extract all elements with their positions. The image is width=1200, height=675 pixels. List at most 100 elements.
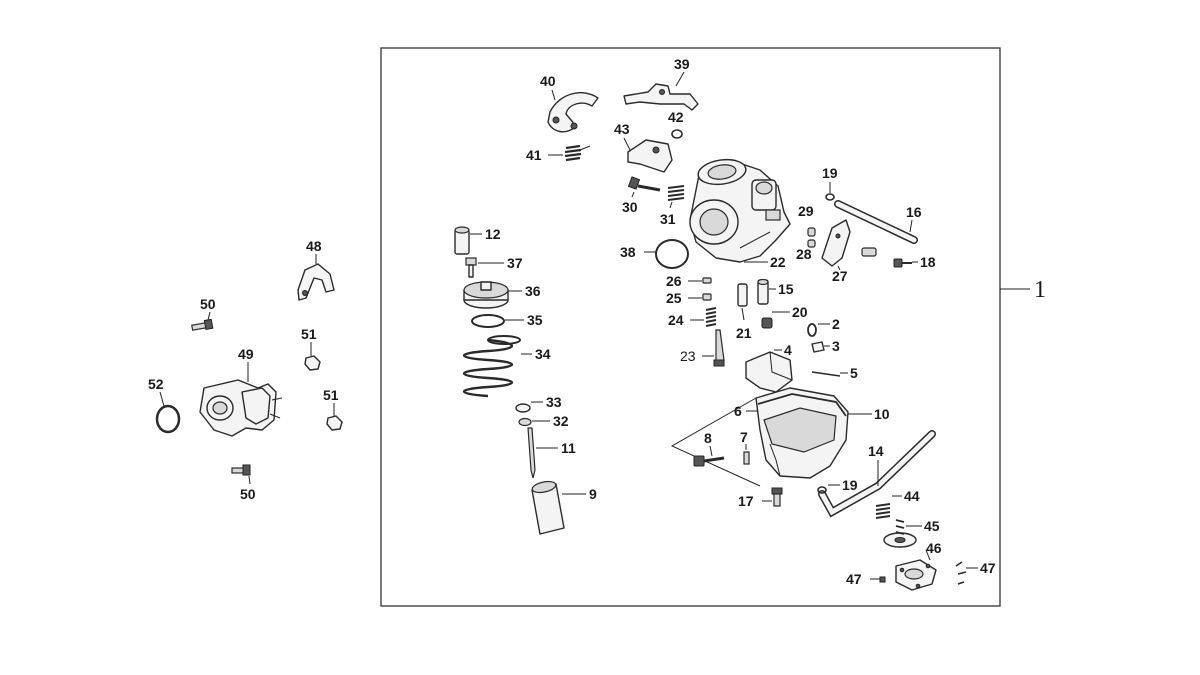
part-9-throttle-slide xyxy=(531,480,565,535)
part-label-28: 28 xyxy=(796,246,812,262)
part-label-23: 23 xyxy=(680,348,696,364)
part-label-9: 9 xyxy=(589,486,597,502)
part-5-float-pin xyxy=(811,371,841,377)
part-label-5: 5 xyxy=(850,365,858,381)
part-49-intake-manifold xyxy=(199,379,283,437)
part-label-25: 25 xyxy=(666,290,682,306)
part-connector xyxy=(861,247,877,257)
part-label-8: 8 xyxy=(704,430,712,446)
part-14-drain-tube xyxy=(818,430,936,518)
part-label-44: 44 xyxy=(904,488,920,504)
part-26-jet xyxy=(702,277,712,284)
part-label-19a: 19 xyxy=(822,165,838,181)
part-51-nut-b xyxy=(326,415,343,431)
part-11-jet-needle xyxy=(527,427,536,479)
part-19-clip-top xyxy=(825,193,835,201)
part-24-spring xyxy=(705,307,717,327)
part-36-top-cap xyxy=(463,281,509,309)
part-16-vent-tube xyxy=(834,200,918,244)
part-51-nut-a xyxy=(304,355,321,371)
part-label-21: 21 xyxy=(736,325,752,341)
part-label-3: 3 xyxy=(832,338,840,354)
part-27-choke-lever xyxy=(821,219,851,267)
part-label-17: 17 xyxy=(738,493,754,509)
part-label-42: 42 xyxy=(668,109,684,125)
part-12-cap xyxy=(454,226,470,255)
part-42-ring xyxy=(671,129,683,139)
part-10-float-bowl xyxy=(755,387,849,479)
part-label-39: 39 xyxy=(674,56,690,72)
part-label-2: 2 xyxy=(832,316,840,332)
part-17-screw xyxy=(771,487,783,507)
part-45-diaphragm xyxy=(883,519,917,548)
part-34-spring xyxy=(463,335,521,398)
part-47-screw-a xyxy=(879,576,886,583)
part-label-31: 31 xyxy=(660,211,676,227)
part-23-needle-jet xyxy=(713,329,725,367)
part-label-38: 38 xyxy=(620,244,636,260)
part-label-36: 36 xyxy=(525,283,541,299)
part-38-o-ring xyxy=(655,239,689,269)
part-label-37: 37 xyxy=(507,255,523,271)
part-label-35: 35 xyxy=(527,312,543,328)
part-25-jet xyxy=(702,293,712,301)
part-label-50a: 50 xyxy=(200,296,216,312)
part-label-41: 41 xyxy=(526,147,542,163)
part-43-choke-bracket xyxy=(627,139,673,173)
part-18-screw xyxy=(893,258,912,268)
part-label-30: 30 xyxy=(622,199,638,215)
part-label-52: 52 xyxy=(148,376,164,392)
part-label-27: 27 xyxy=(832,268,848,284)
part-8-drain-screw xyxy=(693,455,725,467)
part-label-48: 48 xyxy=(306,238,322,254)
part-label-34: 34 xyxy=(535,346,551,362)
part-20-washer xyxy=(761,317,773,329)
part-label-47b: 47 xyxy=(980,560,996,576)
part-label-47a: 47 xyxy=(846,571,862,587)
part-label-29: 29 xyxy=(798,203,814,219)
part-label-12: 12 xyxy=(485,226,501,242)
part-label-43: 43 xyxy=(614,121,630,137)
part-3-clip xyxy=(811,341,825,353)
part-label-45: 45 xyxy=(924,518,940,534)
part-52-o-ring xyxy=(155,404,181,434)
part-15-main-jet-holder xyxy=(757,278,769,305)
part-29-ring xyxy=(807,227,816,237)
part-39-throttle-lever xyxy=(623,83,699,111)
part-label-14: 14 xyxy=(868,443,884,459)
part-50-bolt-bottom xyxy=(231,464,251,476)
part-28-ring xyxy=(807,239,816,248)
part-37-adjuster xyxy=(465,257,477,278)
part-label-51a: 51 xyxy=(301,326,317,342)
part-48-bracket xyxy=(297,263,335,301)
part-label-11: 11 xyxy=(561,440,576,456)
part-32-washer xyxy=(518,417,532,427)
part-6-bowl-gasket xyxy=(757,393,847,417)
part-label-20: 20 xyxy=(792,304,808,320)
assembly-frame xyxy=(380,47,1001,607)
part-44-spring xyxy=(875,503,891,519)
part-label-33: 33 xyxy=(546,394,562,410)
assembly-label: 1 xyxy=(1034,277,1046,303)
part-31-spring xyxy=(667,185,685,201)
part-label-50b: 50 xyxy=(240,486,256,502)
part-2-ring xyxy=(807,323,817,337)
part-label-40: 40 xyxy=(540,73,556,89)
part-label-6: 6 xyxy=(734,403,742,419)
part-46-pump-cover xyxy=(895,559,937,591)
part-50-bolt-top xyxy=(191,318,214,331)
part-label-10: 10 xyxy=(874,406,890,422)
part-label-16: 16 xyxy=(906,204,922,220)
part-label-49: 49 xyxy=(238,346,254,362)
part-label-4: 4 xyxy=(784,342,792,358)
part-4-float xyxy=(745,351,793,393)
carburetor-body xyxy=(689,158,791,263)
part-35-gasket xyxy=(471,314,505,328)
part-19-clip-bottom xyxy=(817,486,827,494)
part-label-19b: 19 xyxy=(842,477,858,493)
part-33-clip xyxy=(515,403,531,413)
part-21-jet xyxy=(737,283,748,307)
part-label-18: 18 xyxy=(920,254,936,270)
part-label-24: 24 xyxy=(668,312,684,328)
